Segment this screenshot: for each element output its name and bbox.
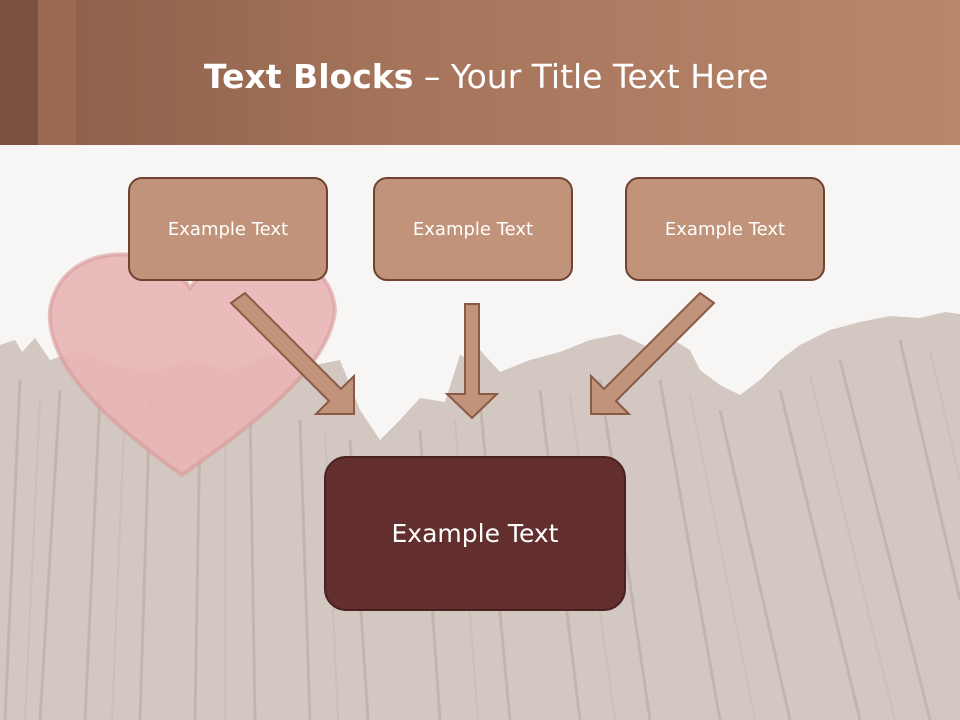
slide-title-separator: – <box>413 57 451 96</box>
slide-title-bold: Text Blocks <box>204 57 414 96</box>
text-block-2-label: Example Text <box>412 218 534 240</box>
text-block-1-label: Example Text <box>167 218 289 240</box>
header-accent-mid <box>38 0 76 145</box>
text-block-main[interactable]: Example Text <box>324 456 626 611</box>
text-block-3-label: Example Text <box>664 218 786 240</box>
slide-title-rest: Your Title Text Here <box>450 57 769 96</box>
text-block-main-label: Example Text <box>391 519 559 548</box>
slide-title[interactable]: Text Blocks – Your Title Text Here <box>204 52 904 102</box>
down-arrow-icon-center <box>444 303 500 420</box>
header-band <box>0 0 960 145</box>
text-block-1[interactable]: Example Text <box>128 177 328 281</box>
header-accent-dark <box>0 0 38 145</box>
text-block-2[interactable]: Example Text <box>373 177 573 281</box>
text-block-3[interactable]: Example Text <box>625 177 825 281</box>
down-arrow-icon-left <box>229 291 355 415</box>
down-arrow-icon-right <box>590 291 716 415</box>
